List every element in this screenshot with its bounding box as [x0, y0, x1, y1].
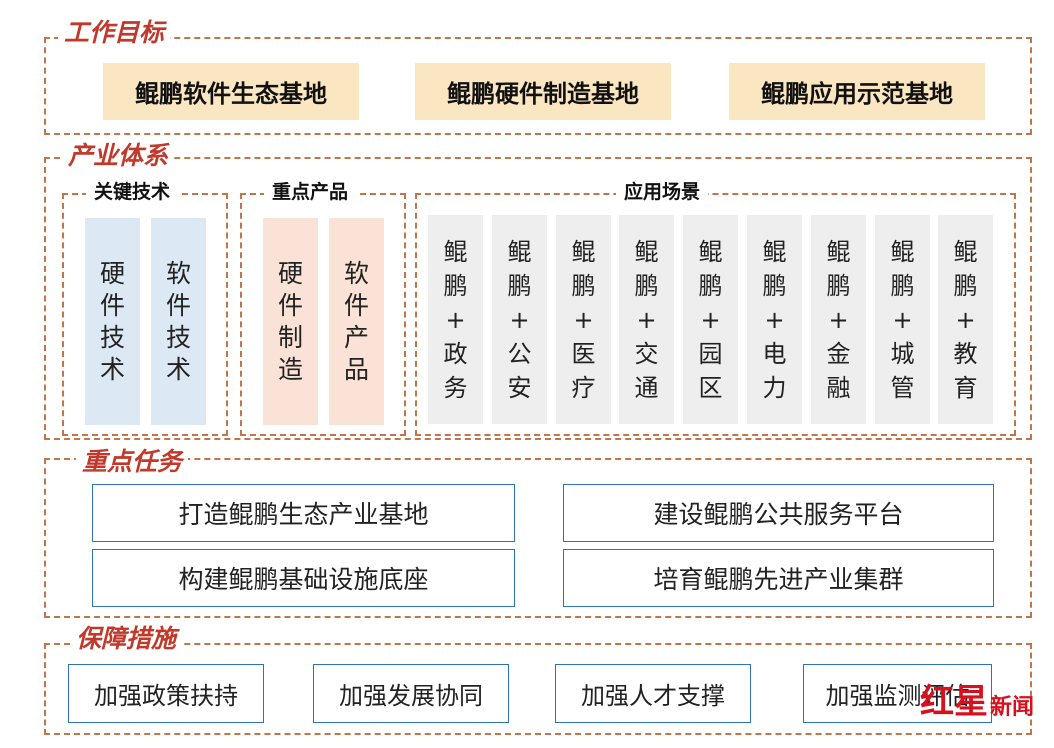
task-public-platform: 建设鲲鹏公共服务平台	[563, 484, 994, 542]
scenario-tile: 鲲鹏+城管	[875, 215, 930, 424]
scenario-tile: 鲲鹏+教育	[938, 215, 993, 424]
tasks-section	[44, 458, 1032, 618]
key-products-title: 重点产品	[264, 180, 357, 204]
software-products-column: 软 件 产 品	[329, 218, 384, 425]
goal-hardware-base: 鲲鹏硬件制造基地	[415, 63, 671, 120]
task-infrastructure: 构建鲲鹏基础设施底座	[92, 549, 515, 607]
measure-monitoring-evaluation: 加强监测评估	[803, 664, 992, 723]
goals-section	[44, 37, 1032, 135]
goal-application-base: 鲲鹏应用示范基地	[729, 63, 985, 120]
task-ecosystem-base: 打造鲲鹏生态产业基地	[92, 484, 515, 542]
measure-development-coordination: 加强发展协同	[313, 664, 509, 723]
measures-section	[44, 643, 1032, 735]
measure-policy-support: 加强政策扶持	[68, 664, 264, 723]
scenario-tile: 鲲鹏+交通	[619, 215, 674, 424]
scenarios-title: 应用场景	[616, 180, 709, 204]
goal-software-base: 鲲鹏软件生态基地	[103, 63, 359, 120]
watermark-sub: 新闻	[990, 694, 1035, 720]
hardware-manufacturing-column: 硬 件 制 造	[263, 218, 318, 425]
key-tech-title: 关键技术	[86, 180, 179, 204]
watermark-main: 红星	[920, 682, 988, 722]
measures-section-title: 保障措施	[70, 624, 183, 654]
industry-system-section	[44, 157, 1032, 440]
scenario-tile: 鲲鹏+园区	[683, 215, 738, 424]
hardware-tech-column: 硬 件 技 术	[85, 218, 140, 425]
task-industry-cluster: 培育鲲鹏先进产业集群	[563, 549, 994, 607]
measure-talent-support: 加强人才支撑	[555, 664, 751, 723]
scenario-tile: 鲲鹏+医疗	[556, 215, 611, 424]
scenarios-box	[415, 193, 1016, 436]
scenario-tile: 鲲鹏+政务	[428, 215, 483, 424]
goals-section-title: 工作目标	[58, 18, 171, 48]
scenario-tile: 鲲鹏+公安	[492, 215, 547, 424]
scenario-tile: 鲲鹏+电力	[747, 215, 802, 424]
watermark-logo: 红星 新闻	[920, 684, 1034, 720]
industry-system-section-title: 产业体系	[62, 141, 175, 171]
scenario-tile: 鲲鹏+金融	[811, 215, 866, 424]
software-tech-column: 软 件 技 术	[151, 218, 206, 425]
tasks-section-title: 重点任务	[76, 447, 189, 477]
